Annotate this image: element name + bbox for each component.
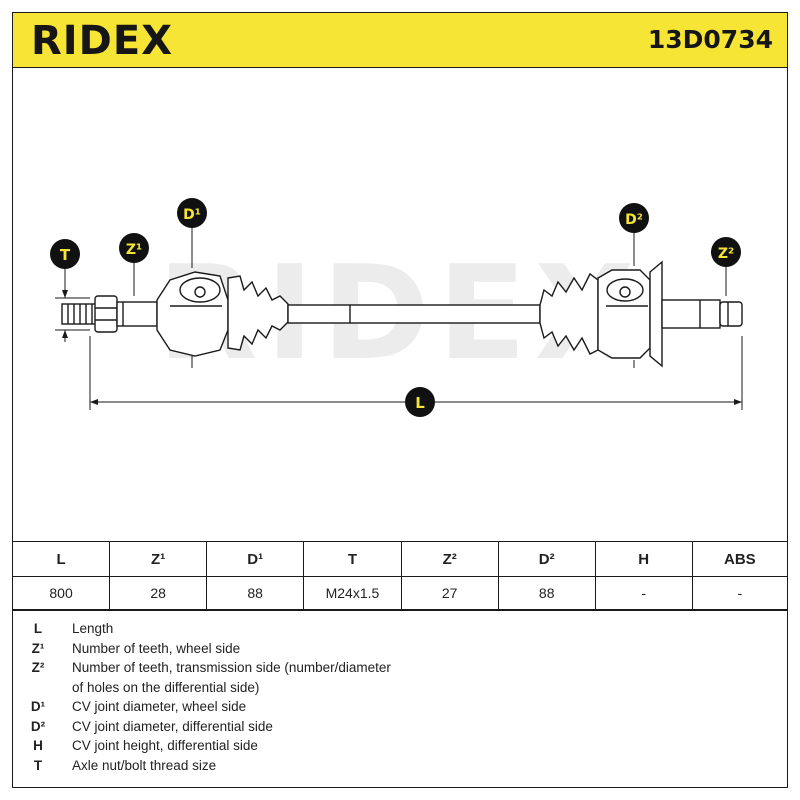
spec-value-row: 800 28 88 M24x1.5 27 88 - - [13, 576, 787, 610]
spec-value-abs: - [691, 576, 787, 610]
legend-row: D² CV joint diameter, differential side [13, 717, 787, 737]
legend-text: CV joint diameter, differential side [72, 718, 273, 734]
spec-table: L Z¹ D¹ T Z² D² H ABS 800 28 88 M24x1.5 … [13, 541, 787, 610]
legend-symbol: D¹ [30, 699, 46, 715]
label-d1-text: D¹ [183, 207, 201, 223]
spec-value-z2: 27 [400, 576, 499, 610]
spec-value-t: M24x1.5 [303, 576, 402, 610]
spec-value-d1: 88 [206, 576, 305, 610]
sheet-frame [12, 12, 788, 788]
spec-value-h: - [594, 576, 693, 610]
shaft [287, 304, 541, 324]
spec-value-d2: 88 [497, 576, 596, 610]
legend-row: L Length [13, 619, 787, 639]
axle-nut [94, 295, 118, 333]
spec-header-h: H [594, 541, 693, 577]
legend-text: Number of teeth, transmission side (numb… [72, 660, 391, 676]
header-bar: RIDEX 13D0734 [13, 13, 787, 68]
label-l: L [405, 387, 435, 417]
legend-text: CV joint diameter, wheel side [72, 699, 247, 715]
legend-symbol: D² [30, 718, 46, 734]
legend-symbol: Z² [31, 660, 45, 676]
label-t-text: T [60, 246, 71, 264]
legend-text: Axle nut/bolt thread size [72, 757, 217, 773]
spec-header-z1: Z¹ [109, 541, 208, 577]
spec-header-d2: D² [497, 541, 596, 577]
legend-row: Z² Number of teeth, transmission side (n… [13, 658, 787, 678]
label-l-text: L [415, 394, 425, 412]
label-d1: D¹ [177, 198, 207, 228]
label-z2: Z² [711, 237, 741, 267]
legend-row: of holes on the differential side) [13, 678, 787, 698]
legend-row: Z¹ Number of teeth, wheel side [13, 639, 787, 659]
label-z1-text: Z¹ [126, 242, 142, 258]
spec-header-d1: D¹ [206, 541, 305, 577]
legend-text: Number of teeth, wheel side [72, 640, 241, 656]
legend-symbol: Z¹ [31, 640, 45, 656]
spec-header-abs: ABS [691, 541, 787, 577]
legend-symbol: H [33, 738, 43, 754]
label-t: T [50, 239, 80, 269]
label-z1: Z¹ [119, 233, 149, 263]
spec-value-z1: 28 [109, 576, 208, 610]
legend-row: D¹ CV joint diameter, wheel side [13, 697, 787, 717]
legend: L Length Z¹ Number of teeth, wheel side … [13, 610, 787, 775]
spec-header-t: T [303, 541, 402, 577]
part-number: 13D0734 [647, 25, 773, 54]
label-d2: D² [619, 203, 649, 233]
drive-shaft-drawing: RIDEX [50, 198, 743, 417]
legend-row: H CV joint height, differential side [13, 736, 787, 756]
legend-symbol: L [33, 621, 43, 637]
flange-plate [649, 260, 663, 368]
brand-logo: RIDEX [31, 18, 174, 64]
legend-text: of holes on the differential side) [72, 679, 260, 695]
legend-text: CV joint height, differential side [72, 738, 258, 754]
label-z2-text: Z² [718, 246, 734, 262]
legend-row: T Axle nut/bolt thread size [13, 756, 787, 776]
spec-header-z2: Z² [400, 541, 499, 577]
spec-value-l: 800 [13, 576, 111, 610]
spec-header-l: L [13, 541, 111, 577]
legend-text: Length [72, 621, 114, 637]
legend-symbol: T [33, 757, 43, 773]
label-d2-text: D² [625, 212, 643, 228]
spec-header-row: L Z¹ D¹ T Z² D² H ABS [13, 541, 787, 577]
transmission-spline [661, 299, 721, 329]
